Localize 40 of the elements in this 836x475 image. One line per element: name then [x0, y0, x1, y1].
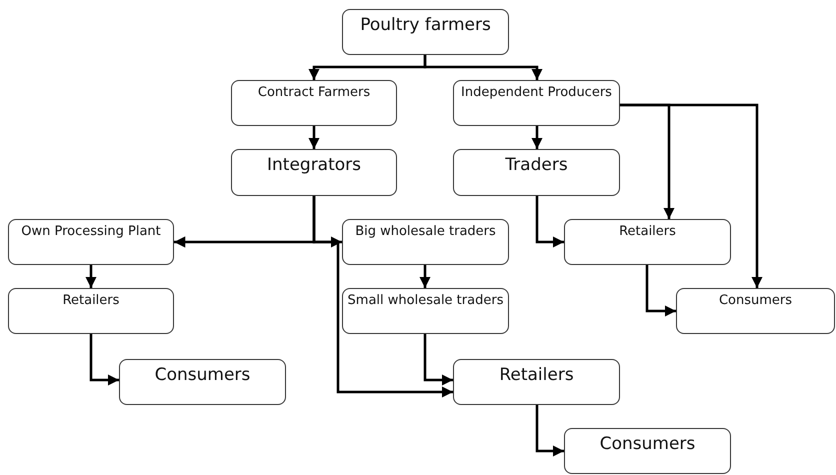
process-box — [453, 80, 620, 126]
arrow — [424, 334, 453, 386]
box-label: Retailers — [618, 223, 677, 241]
process-box — [342, 219, 509, 265]
process-box — [8, 288, 174, 334]
box-label: Independent Producers — [460, 84, 613, 102]
box-label: Traders — [504, 154, 569, 177]
arrow — [85, 265, 97, 288]
box-label: Retailers — [498, 364, 575, 387]
arrow — [536, 196, 564, 248]
arrow — [419, 265, 431, 288]
process-box — [564, 428, 731, 474]
box-label: Small wholesale traders — [346, 292, 504, 310]
box-label: Integrators — [266, 154, 362, 177]
box-label: Big wholesale traders — [354, 223, 497, 241]
box-label: Own Processing Plant — [20, 223, 162, 241]
process-box — [231, 149, 397, 196]
process-box — [342, 9, 509, 55]
arrow — [531, 126, 543, 149]
arrow — [312, 196, 453, 398]
process-box — [453, 149, 620, 196]
box-label: Consumers — [154, 364, 252, 387]
box-label: Contract Farmers — [256, 84, 372, 102]
process-box — [119, 359, 286, 405]
arrow — [90, 334, 119, 386]
process-box — [8, 219, 174, 265]
box-label: Consumers — [718, 292, 794, 310]
box-label: Poultry farmers — [359, 14, 492, 37]
arrow — [536, 405, 564, 457]
box-label: Retailers — [62, 292, 120, 310]
arrow — [308, 126, 320, 149]
process-box — [453, 359, 620, 405]
arrow — [424, 55, 543, 80]
process-box — [342, 288, 509, 334]
process-box — [564, 219, 731, 265]
arrow — [620, 104, 763, 288]
box-label: Consumers — [598, 433, 696, 456]
process-box — [231, 80, 397, 126]
arrow — [646, 265, 676, 317]
process-box — [676, 288, 835, 334]
